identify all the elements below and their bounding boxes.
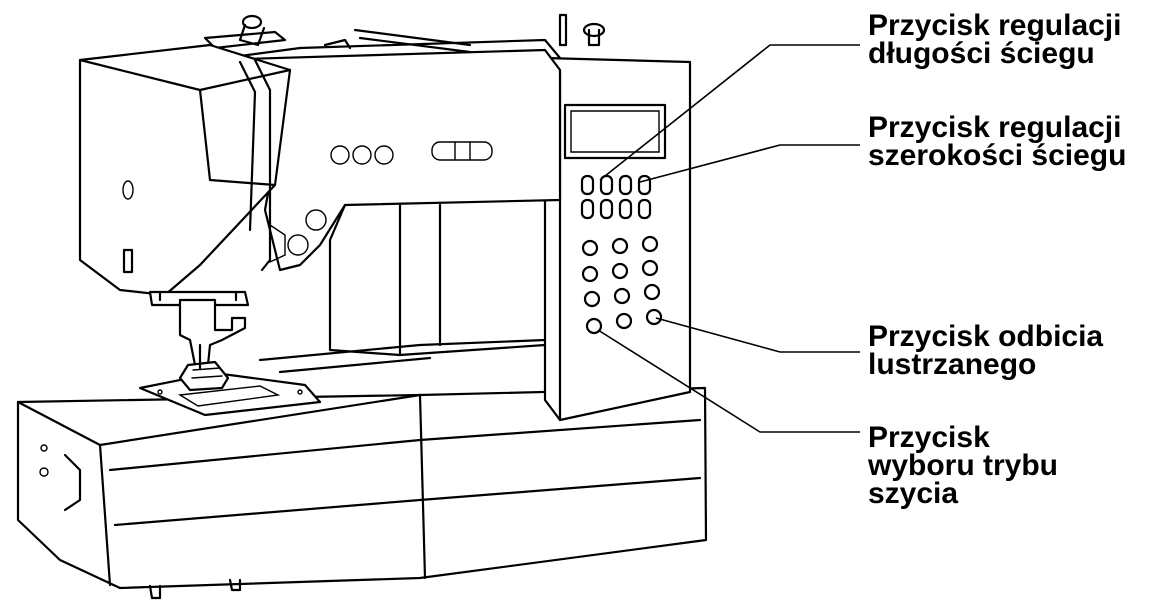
panel-round-button[interactable] <box>585 292 599 306</box>
label-sewing-mode-button: Przycisk wyboru trybu szycia <box>868 424 1058 508</box>
panel-button[interactable] <box>582 200 593 218</box>
machine-head <box>80 45 290 295</box>
label-line: wyboru trybu <box>868 452 1058 480</box>
label-line: Przycisk regulacji <box>868 12 1121 40</box>
panel-button[interactable] <box>639 200 650 218</box>
panel-round-button[interactable] <box>615 289 629 303</box>
machine-base <box>18 388 706 598</box>
panel-round-button[interactable] <box>613 239 627 253</box>
panel-round-button[interactable] <box>583 267 597 281</box>
panel-round-button[interactable] <box>645 285 659 299</box>
label-line: Przycisk odbicia <box>868 323 1103 351</box>
label-line: Przycisk regulacji <box>868 114 1126 142</box>
panel-round-button[interactable] <box>643 261 657 275</box>
stitch-width-plus-button[interactable] <box>639 176 650 194</box>
label-stitch-length-button: Przycisk regulacji długości ściegu <box>868 12 1121 68</box>
label-line: Przycisk <box>868 424 1058 452</box>
mirror-image-button[interactable] <box>647 310 661 324</box>
panel-button[interactable] <box>601 200 612 218</box>
label-line: lustrzanego <box>868 351 1103 379</box>
panel-round-button[interactable] <box>583 241 597 255</box>
panel-round-button[interactable] <box>643 237 657 251</box>
panel-round-button[interactable] <box>613 264 627 278</box>
label-line: długości ściegu <box>868 40 1121 68</box>
panel-round-button[interactable] <box>617 314 631 328</box>
stitch-width-minus-button[interactable] <box>620 176 631 194</box>
label-line: szerokości ściegu <box>868 142 1126 170</box>
label-mirror-button: Przycisk odbicia lustrzanego <box>868 323 1103 379</box>
panel-button[interactable] <box>620 200 631 218</box>
machine-top <box>205 15 604 52</box>
label-stitch-width-button: Przycisk regulacji szerokości ściegu <box>868 114 1126 170</box>
label-line: szycia <box>868 480 1058 508</box>
stitch-length-minus-button[interactable] <box>582 176 593 194</box>
